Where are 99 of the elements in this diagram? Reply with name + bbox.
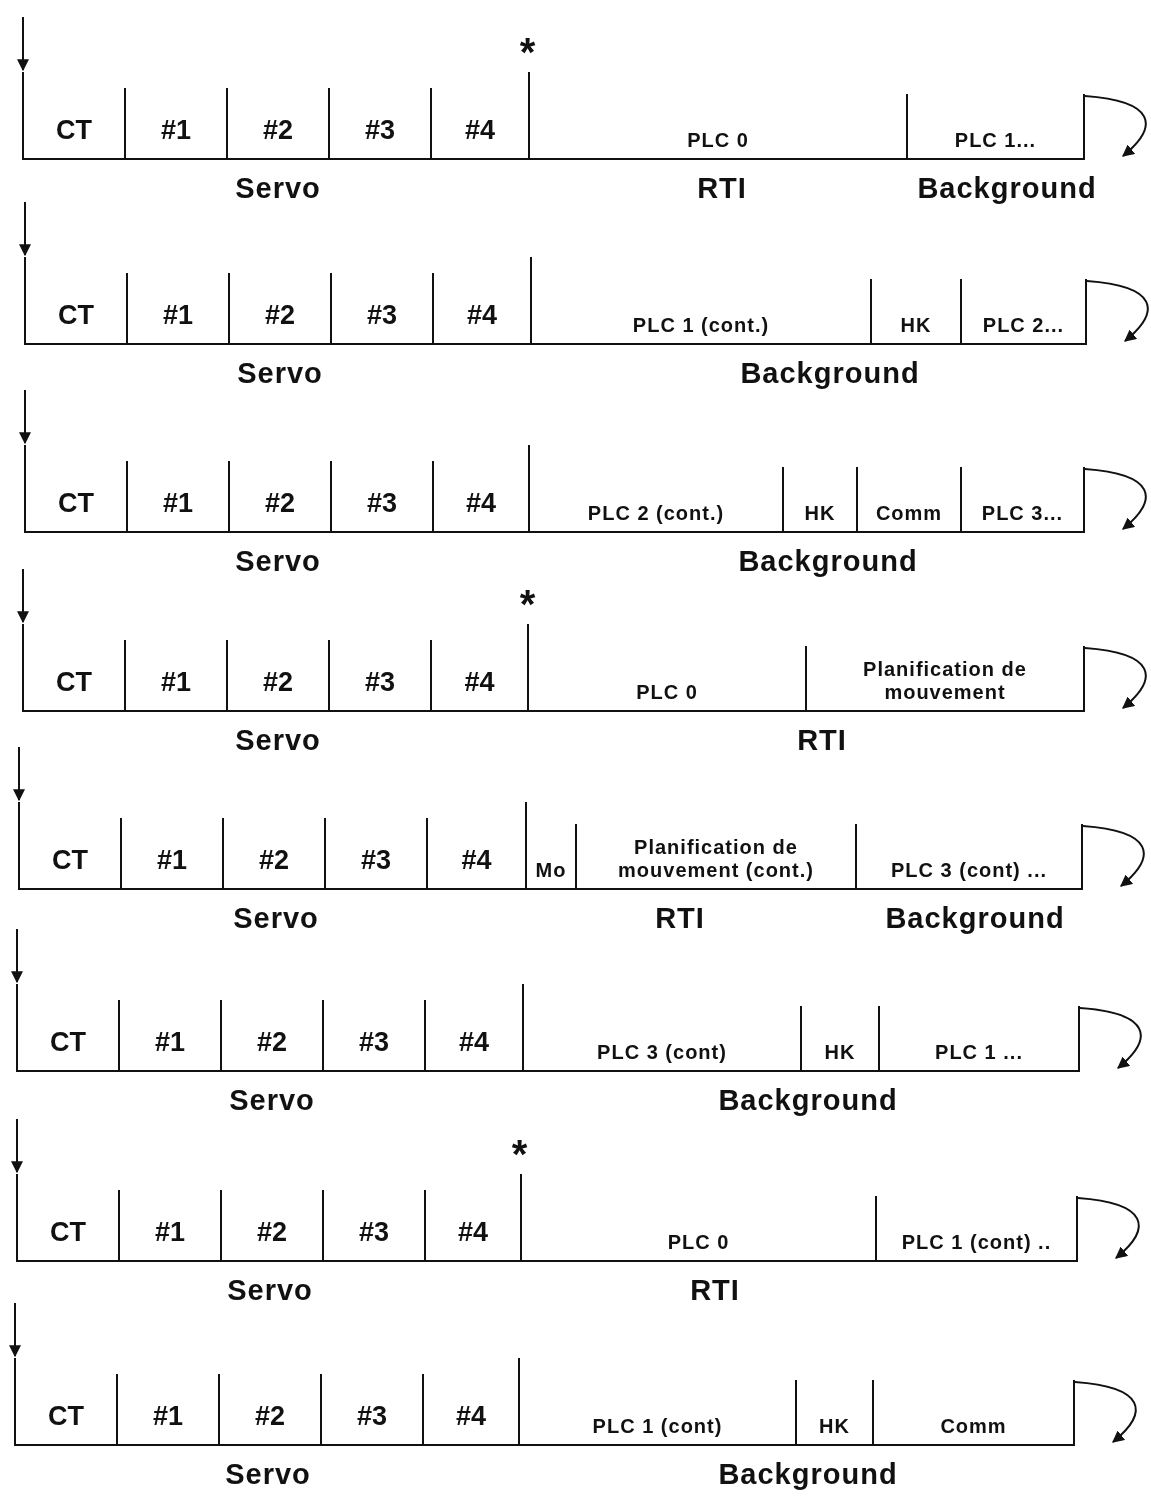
- time-slot: CT: [22, 72, 124, 160]
- time-slot: CT: [14, 1358, 116, 1446]
- down-arrow: [13, 746, 25, 802]
- phase-label: RTI: [655, 904, 705, 933]
- time-slot: #3: [330, 461, 432, 533]
- wrap-arrow: [1074, 1381, 1137, 1443]
- down-arrow: [19, 389, 31, 445]
- time-slot: #1: [124, 88, 226, 160]
- time-slot: #1: [116, 1374, 218, 1446]
- time-slot: PLC 0: [528, 72, 906, 160]
- time-slot: PLC 1 (cont) ..: [875, 1196, 1078, 1262]
- wrap-arrow: [1086, 280, 1149, 342]
- time-slot: CT: [16, 1174, 118, 1262]
- time-slot: CT: [24, 445, 126, 533]
- time-slot: #4: [432, 461, 528, 533]
- time-slot: CT: [24, 257, 126, 345]
- time-slot: PLC 1 ...: [878, 1006, 1080, 1072]
- interrupt-marker: *: [519, 584, 537, 624]
- time-slot: CT: [18, 802, 120, 890]
- time-slot: #2: [222, 818, 324, 890]
- down-arrow: [17, 568, 29, 624]
- time-slot: #1: [118, 1190, 220, 1262]
- time-slot: #3: [330, 273, 432, 345]
- phase-label: Servo: [229, 1086, 315, 1115]
- phase-label: Servo: [225, 1460, 311, 1489]
- phase-label: Servo: [235, 174, 321, 203]
- time-slot: PLC 1 (cont.): [530, 257, 870, 345]
- time-slot: #4: [432, 273, 530, 345]
- phase-label: Background: [917, 174, 1097, 203]
- phase-label: Background: [718, 1460, 898, 1489]
- time-slot: PLC 0: [520, 1174, 875, 1262]
- time-slot: #4: [422, 1374, 518, 1446]
- time-slot: #4: [430, 640, 527, 712]
- time-slot: HK: [782, 467, 856, 533]
- time-slot: #3: [324, 818, 426, 890]
- time-slot: #3: [328, 88, 430, 160]
- time-slot: #2: [226, 88, 328, 160]
- down-arrow: [17, 16, 29, 72]
- time-slot: #2: [228, 273, 330, 345]
- wrap-arrow: [1084, 95, 1147, 157]
- time-slot: HK: [870, 279, 960, 345]
- interrupt-marker: *: [519, 32, 537, 72]
- time-slot: Comm: [856, 467, 960, 533]
- down-arrow: [11, 928, 23, 984]
- phase-label: Servo: [235, 547, 321, 576]
- wrap-arrow: [1077, 1197, 1140, 1259]
- time-slot: Planification de mouvement: [805, 646, 1085, 712]
- time-slot: CT: [22, 624, 124, 712]
- wrap-arrow: [1079, 1007, 1142, 1069]
- time-slot: PLC 3 (cont): [522, 984, 800, 1072]
- phase-label: Servo: [235, 726, 321, 755]
- interrupt-marker: *: [511, 1134, 529, 1174]
- time-slot: #2: [218, 1374, 320, 1446]
- phase-label: Background: [740, 359, 920, 388]
- time-slot: #3: [320, 1374, 422, 1446]
- time-slot: #4: [424, 1190, 520, 1262]
- wrap-arrow: [1084, 468, 1147, 530]
- phase-label: RTI: [697, 174, 747, 203]
- time-slot: HK: [795, 1380, 872, 1446]
- phase-label: Servo: [227, 1276, 313, 1305]
- wrap-arrow: [1082, 825, 1145, 887]
- time-slot: #1: [126, 273, 228, 345]
- down-arrow: [11, 1118, 23, 1174]
- time-slot: PLC 1...: [906, 94, 1085, 160]
- phase-label: Background: [738, 547, 918, 576]
- time-slot: PLC 2 (cont.): [528, 445, 782, 533]
- time-slot: #2: [228, 461, 330, 533]
- phase-label: Servo: [237, 359, 323, 388]
- time-slot: #2: [220, 1000, 322, 1072]
- time-slot: PLC 2...: [960, 279, 1087, 345]
- time-slot: PLC 1 (cont): [518, 1358, 795, 1446]
- time-slot: #2: [220, 1190, 322, 1262]
- time-slot: Mo: [525, 802, 575, 890]
- time-slot: Planification de mouvement (cont.): [575, 824, 855, 890]
- time-slot: #1: [120, 818, 222, 890]
- time-slot: CT: [16, 984, 118, 1072]
- phase-label: Background: [885, 904, 1065, 933]
- time-slot: Comm: [872, 1380, 1075, 1446]
- time-slot: #4: [426, 818, 525, 890]
- time-slot: #3: [322, 1000, 424, 1072]
- time-slot: #1: [126, 461, 228, 533]
- time-slot: #3: [322, 1190, 424, 1262]
- time-slot: PLC 3...: [960, 467, 1085, 533]
- down-arrow: [19, 201, 31, 257]
- down-arrow: [9, 1302, 21, 1358]
- time-slot: #1: [124, 640, 226, 712]
- phase-label: Background: [718, 1086, 898, 1115]
- wrap-arrow: [1084, 647, 1147, 709]
- phase-label: RTI: [690, 1276, 740, 1305]
- time-slot: PLC 3 (cont) ...: [855, 824, 1083, 890]
- time-slot: #1: [118, 1000, 220, 1072]
- time-slot: PLC 0: [527, 624, 805, 712]
- time-slot: #3: [328, 640, 430, 712]
- time-slot: #4: [424, 1000, 522, 1072]
- phase-label: Servo: [233, 904, 319, 933]
- time-slot: HK: [800, 1006, 878, 1072]
- phase-label: RTI: [797, 726, 847, 755]
- time-slot: #2: [226, 640, 328, 712]
- time-slot: #4: [430, 88, 528, 160]
